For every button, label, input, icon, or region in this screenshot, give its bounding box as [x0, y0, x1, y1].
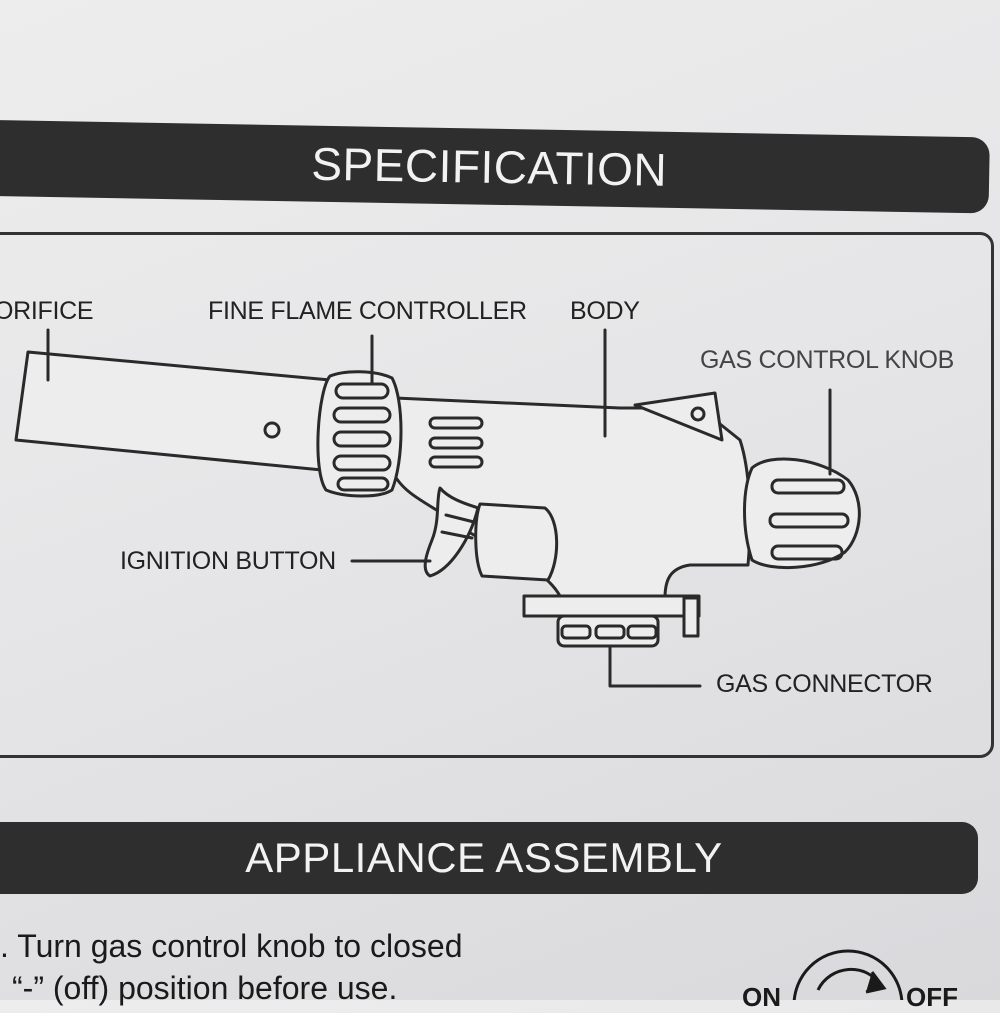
instruction-line-2: “-” (off) position before use. [12, 970, 398, 1006]
label-ignition-button: IGNITION BUTTON [120, 547, 336, 575]
diagram-frame [0, 232, 994, 758]
label-body: BODY [570, 297, 640, 325]
instruction-line-1: . Turn gas control knob to closed [0, 928, 463, 964]
connector-nut [556, 614, 660, 648]
orifice-hole [263, 421, 281, 439]
handle-grip [474, 502, 559, 582]
leader-gas-connector [608, 644, 702, 688]
appliance-assembly-title: APPLIANCE ASSEMBLY [245, 834, 723, 881]
body-fin [633, 391, 724, 442]
on-off-dial-icon [792, 949, 904, 1000]
dial-off-label: OFF [906, 982, 958, 1012]
label-fine-flame-controller: FINE FLAME CONTROLLER [208, 297, 527, 325]
ignition-trigger [423, 486, 480, 578]
label-gas-control-knob: GAS CONTROL KNOB [700, 346, 955, 374]
label-orifice: ORIFICE [0, 297, 94, 325]
connector-plate [522, 594, 701, 618]
orifice-tube [14, 350, 332, 472]
label-gas-connector: GAS CONNECTOR [716, 670, 933, 698]
dial-on-label: ON [742, 982, 781, 1012]
fine-flame-controller-ring [316, 370, 403, 498]
appliance-assembly-banner: APPLIANCE ASSEMBLY [0, 822, 978, 894]
